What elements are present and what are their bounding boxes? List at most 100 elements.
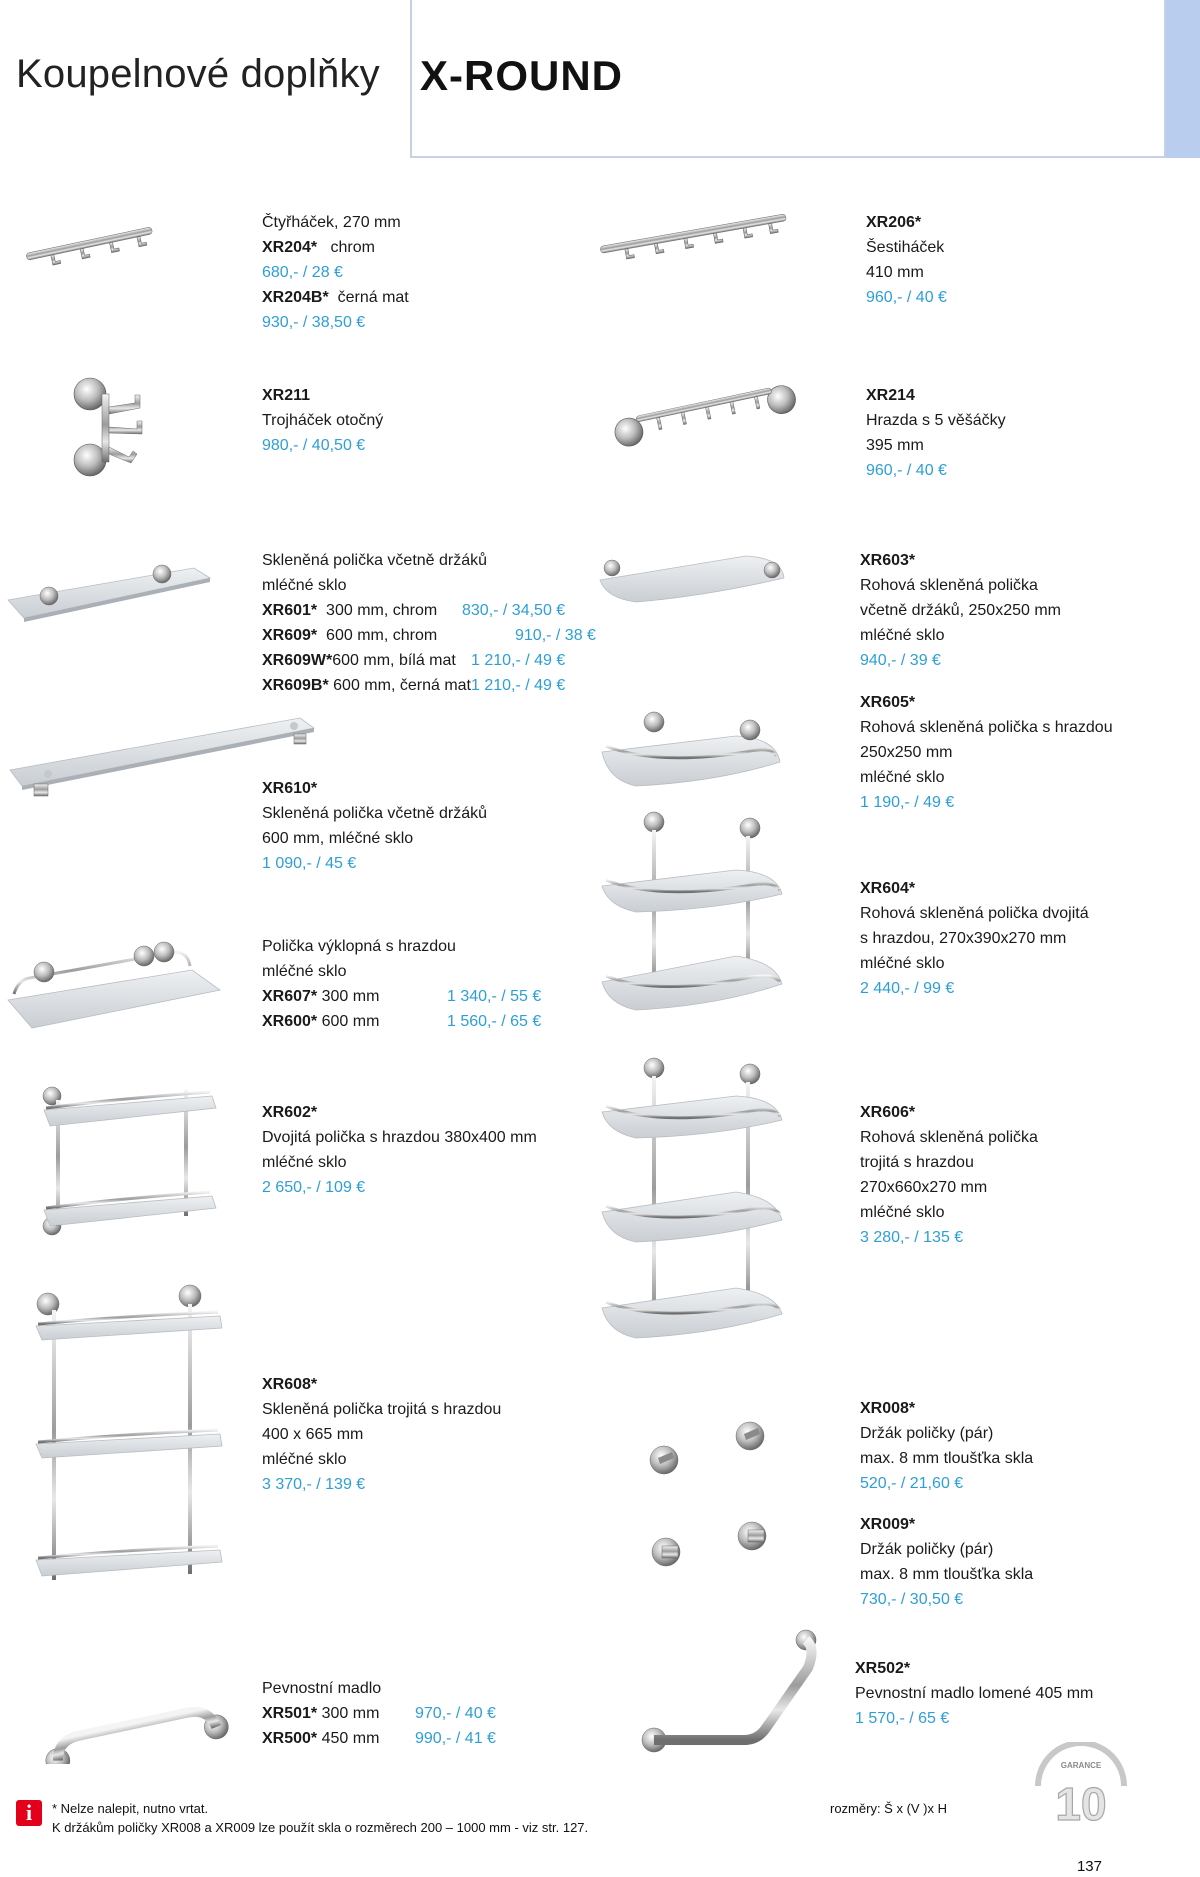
xr602-desc: Dvojitá polička s hrazdou 380x400 mm	[262, 1129, 537, 1146]
xr603-material: mléčné sklo	[860, 627, 945, 644]
info-icon-letter: i	[25, 1800, 33, 1825]
price-cell: 1 210,- / 49 €	[471, 677, 566, 694]
xr608-price: 3 370,- / 139 €	[262, 1476, 366, 1493]
xr204-desc: Čtyřháček, 270 mm	[262, 214, 401, 231]
xr610-glass-shelf-image	[9, 717, 315, 797]
xr610-code: XR610*	[262, 780, 318, 797]
xr211-desc: Trojháček otočný	[262, 412, 384, 429]
xr008-price: 520,- / 21,60 €	[860, 1475, 964, 1492]
xr009-shelf-holders-image	[651, 1521, 767, 1567]
xr601-material: mléčné sklo	[262, 577, 347, 594]
xr604-price: 2 440,- / 99 €	[860, 980, 955, 997]
product-spec: 450 mm	[321, 1730, 380, 1747]
price-cell: 910,- / 38 €	[515, 627, 596, 644]
xr602-code: XR602*	[262, 1104, 318, 1121]
xr607-folding-shelf-image	[7, 941, 221, 1029]
xr610-text: XR610* Skleněná polička včetně držáků 60…	[262, 776, 487, 876]
xr204b-variant: černá mat	[337, 289, 409, 306]
xr501-grab-bar-image	[45, 1706, 229, 1764]
xr008-code: XR008*	[860, 1400, 916, 1417]
xr008-spec: max. 8 mm tloušťka skla	[860, 1450, 1034, 1467]
xr009-spec: max. 8 mm tloušťka skla	[860, 1566, 1034, 1583]
xr009-price: 730,- / 30,50 €	[860, 1591, 964, 1608]
xr502-text: XR502* Pevnostní madlo lomené 405 mm 1 5…	[855, 1656, 1093, 1731]
garance-10-years-icon: GARANCE 10	[1035, 1742, 1127, 1830]
xr605-material: mléčné sklo	[860, 769, 945, 786]
footer-note-drilling: * Nelze nalepit, nutno vrtat.	[52, 1801, 209, 1816]
xr206-code: XR206*	[866, 214, 922, 231]
xr608-triple-shelf-image	[35, 1284, 223, 1580]
xr603-code: XR603*	[860, 552, 916, 569]
product-spec: 600 mm, bílá mat	[332, 652, 456, 669]
xr605-desc: Rohová skleněná polička s hrazdou	[860, 719, 1113, 736]
xr609-row: XR609* 600 mm, chrom 910,- / 38 €	[262, 623, 596, 648]
product-spec: 600 mm, chrom	[326, 627, 438, 644]
xr605-code: XR605*	[860, 694, 916, 711]
xr607-row: XR607* 300 mm 1 340,- / 55 €	[262, 984, 562, 1009]
page-title: Koupelnové doplňky	[16, 52, 380, 96]
price-cell: 1 340,- / 55 €	[447, 988, 542, 1005]
xr502-code: XR502*	[855, 1660, 911, 1677]
xr206-price: 960,- / 40 €	[866, 289, 947, 306]
xr009-code: XR009*	[860, 1516, 916, 1533]
xr204b-code: XR204B*	[262, 289, 329, 306]
header-accent-strip	[1166, 0, 1200, 158]
xr606-spec: 270x660x270 mm	[860, 1179, 988, 1196]
header-frame	[410, 0, 1166, 158]
xr206-desc: Šestiháček	[866, 239, 945, 256]
product-code: XR609*	[262, 627, 318, 644]
xr605-corner-shelf-rail-image	[601, 711, 781, 787]
product-spec: 600 mm	[321, 1013, 380, 1030]
xr603-corner-shelf-image	[599, 555, 785, 603]
xr604-desc: Rohová skleněná polička dvojitá	[860, 905, 1089, 922]
product-code: XR607*	[262, 988, 318, 1005]
xr605-spec: 250x250 mm	[860, 744, 953, 761]
product-spec: 300 mm	[321, 988, 380, 1005]
price-cell: 990,- / 41 €	[415, 1730, 496, 1747]
product-spec: 300 mm	[321, 1705, 380, 1722]
xr214-desc: Hrazda s 5 věšáčky	[866, 412, 1006, 429]
xr502-desc: Pevnostní madlo lomené 405 mm	[855, 1685, 1094, 1702]
xr602-material: mléčné sklo	[262, 1154, 347, 1171]
xr211-code: XR211	[262, 387, 311, 404]
xr606-code: XR606*	[860, 1104, 916, 1121]
xr604-text: XR604* Rohová skleněná polička dvojitá s…	[860, 876, 1089, 1001]
xr602-price: 2 650,- / 109 €	[262, 1179, 366, 1196]
product-code: XR609W*	[262, 652, 333, 669]
xr603-text: XR603* Rohová skleněná polička včetně dr…	[860, 548, 1061, 673]
xr204-hook-rail-image	[26, 227, 153, 266]
xr204-price: 680,- / 28 €	[262, 264, 343, 281]
xr608-material: mléčné sklo	[262, 1451, 347, 1468]
xr607-desc: Polička výklopná s hrazdou	[262, 938, 456, 955]
xr607-text: Polička výklopná s hrazdou mléčné sklo X…	[262, 934, 562, 1034]
product-code: XR501*	[262, 1705, 318, 1722]
xr606-desc2: trojitá s hrazdou	[860, 1154, 974, 1171]
price-cell: 830,- / 34,50 €	[462, 602, 566, 619]
xr606-text: XR606* Rohová skleněná polička trojitá s…	[860, 1100, 1038, 1250]
xr206-text: XR206* Šestiháček 410 mm 960,- / 40 €	[866, 210, 947, 310]
xr008-text: XR008* Držák poličky (pár) max. 8 mm tlo…	[860, 1396, 1033, 1496]
xr604-spec: s hrazdou, 270x390x270 mm	[860, 930, 1067, 947]
brand-title: X-ROUND	[420, 52, 623, 99]
xr008-desc: Držák poličky (pár)	[860, 1425, 994, 1442]
xr606-triple-corner-shelf-image	[601, 1057, 783, 1339]
xr204-code: XR204*	[262, 239, 318, 256]
footer-note-glass: K držákům poličky XR008 a XR009 lze použ…	[52, 1820, 589, 1835]
product-code: XR609B*	[262, 677, 329, 694]
page-number: 137	[1076, 1858, 1102, 1875]
xr605-text: XR605* Rohová skleněná polička s hrazdou…	[860, 690, 1113, 815]
xr211-price: 980,- / 40,50 €	[262, 437, 366, 454]
xr606-price: 3 280,- / 135 €	[860, 1229, 964, 1246]
xr603-spec: včetně držáků, 250x250 mm	[860, 602, 1061, 619]
xr214-price: 960,- / 40 €	[866, 462, 947, 479]
xr608-spec: 400 x 665 mm	[262, 1426, 364, 1443]
product-code: XR600*	[262, 1013, 318, 1030]
garance-label: GARANCE	[1061, 1761, 1102, 1770]
price-cell: 1 210,- / 49 €	[471, 652, 566, 669]
xr604-double-corner-shelf-image	[601, 811, 783, 1011]
xr603-desc: Rohová skleněná polička	[860, 577, 1038, 594]
